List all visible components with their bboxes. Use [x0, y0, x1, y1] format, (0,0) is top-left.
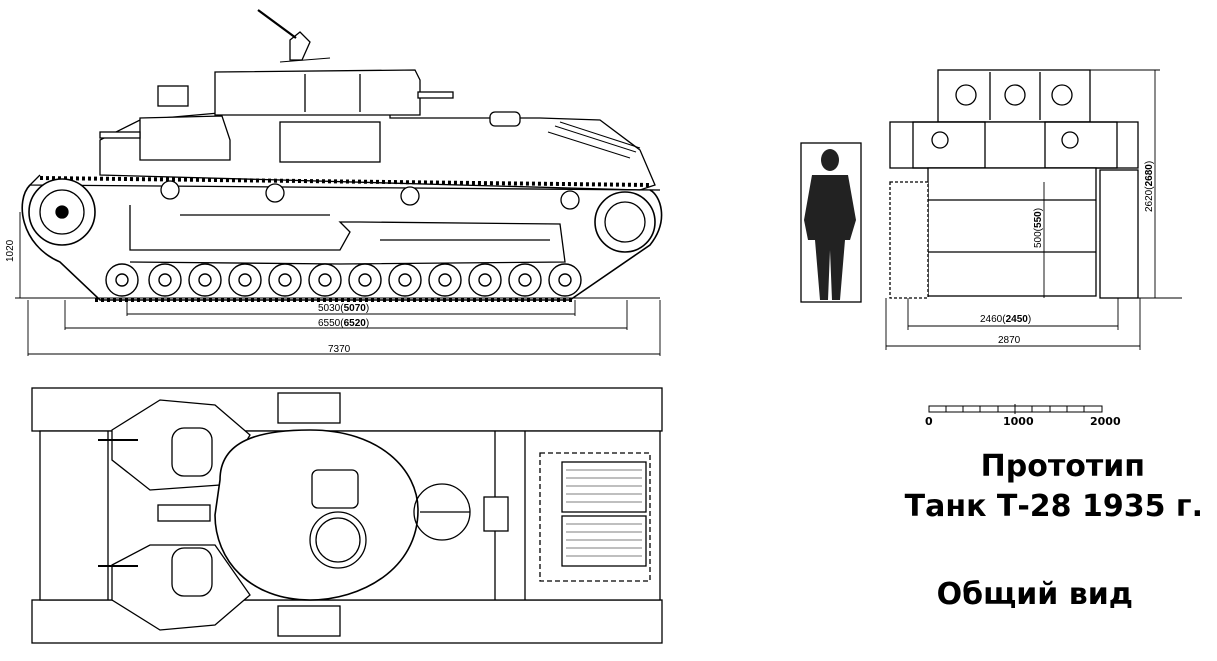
engine-louvres [547, 121, 641, 159]
title-line-1: Прототип [980, 449, 1145, 484]
track-gauge-label: 2460(2450) [980, 314, 1031, 325]
hull-height-label: 500(550) [1033, 208, 1044, 248]
side-dimension-lines [15, 212, 661, 356]
scale-label-1000: 1000 [1003, 415, 1034, 428]
top-view [31, 387, 663, 644]
title-line-2: Танк Т-28 1935 г. [904, 489, 1203, 524]
soldier-figure [804, 149, 856, 300]
scale-label-2000: 2000 [1090, 415, 1121, 428]
side-dimension-labels: 1020 5030(5070) 6550(6520) 7370 [5, 239, 369, 355]
front-dimension-lines [885, 69, 1182, 350]
side-height-label: 1020 [5, 239, 16, 262]
return-rollers [160, 180, 580, 210]
wheelbase-label: 5030(5070) [318, 303, 369, 314]
overall-width-label: 2870 [998, 335, 1021, 346]
road-wheels [105, 263, 582, 297]
front-view [800, 69, 1182, 350]
engine-grille [566, 469, 642, 557]
overall-height-label: 2620(2680) [1144, 161, 1155, 212]
title-line-3: Общий вид [936, 577, 1133, 612]
overall-length-label: 7370 [328, 344, 351, 355]
front-dimension-labels: 2460(2450) 2870 500(550) 2620(2680) [980, 161, 1155, 346]
side-view [15, 9, 663, 356]
scale-bar: 0 1000 2000 [925, 404, 1121, 428]
track-length-label: 6550(6520) [318, 318, 369, 329]
scale-label-0: 0 [925, 415, 933, 428]
